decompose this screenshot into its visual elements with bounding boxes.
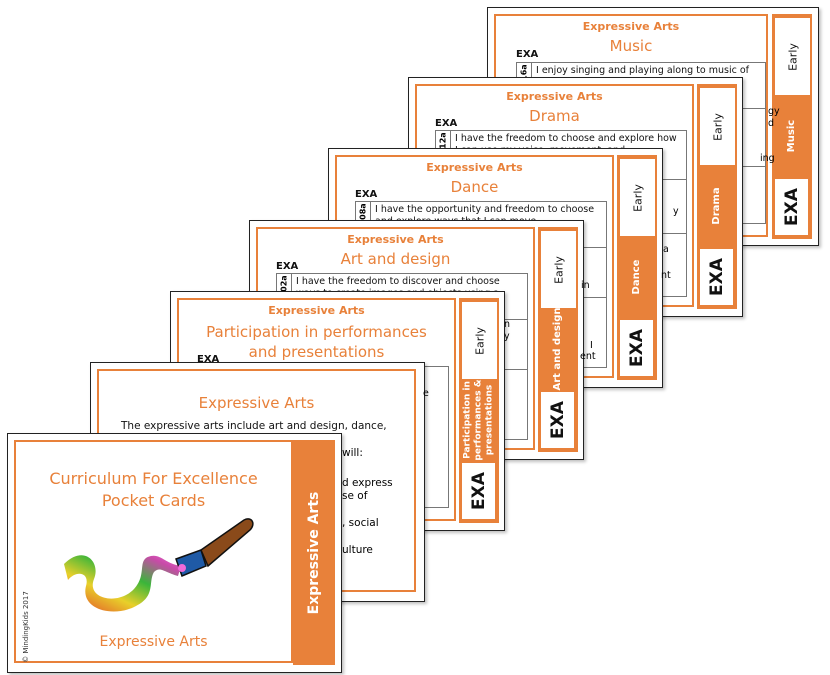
side-label: Expressive Arts: [306, 491, 322, 614]
side-strip: Early Art and design EXA: [538, 227, 578, 452]
card-category: Expressive Arts: [426, 161, 523, 174]
side-label: Drama: [711, 187, 722, 225]
text-fragment: n: [504, 319, 511, 330]
cover-title-line2: Pocket Cards: [101, 491, 206, 510]
card-title-line1: Participation in performances: [206, 323, 427, 341]
cover-title-line1: Curriculum For Excellence: [49, 469, 258, 488]
exa-box: EXA: [541, 392, 574, 448]
side-label: Dance: [631, 259, 642, 295]
card-category: Expressive Arts: [582, 20, 680, 33]
level-box: Early: [620, 159, 655, 236]
card-title: Drama: [529, 107, 580, 125]
card-category: Expressive Arts: [268, 304, 365, 317]
side-strip: Early Participation in performances & pr…: [459, 298, 499, 523]
level-box: Early: [462, 302, 497, 379]
level-box: Early: [700, 88, 735, 165]
card-title: Music: [609, 37, 653, 55]
side-label: Participation in performances & presenta…: [462, 379, 495, 461]
text-fragment: d: [768, 118, 775, 129]
cover-card[interactable]: Curriculum For Excellence Pocket Cards E…: [7, 433, 342, 673]
text-fragment: a: [663, 244, 669, 255]
side-strip: Early Drama EXA: [697, 84, 737, 309]
text-fragment: I: [590, 340, 593, 351]
code-prefix: EXA: [197, 354, 220, 365]
text-fragment: gy: [768, 106, 780, 117]
copyright-text: © MindingKids 2017: [22, 591, 30, 663]
side-label: Music: [786, 119, 797, 153]
text-fragment: ing: [760, 153, 775, 164]
card-title: Art and design: [340, 250, 451, 268]
code-prefix: EXA: [435, 118, 458, 129]
code-prefix: EXA: [276, 261, 299, 272]
card-category: Expressive Arts: [347, 233, 444, 246]
text-fragment: y: [504, 331, 510, 342]
text-fragment: d express: [342, 477, 393, 489]
text-fragment: will:: [342, 447, 363, 459]
card-title: Dance: [450, 178, 499, 196]
code-prefix: EXA: [355, 189, 378, 200]
level-box: Early: [541, 231, 576, 308]
exa-box: EXA: [775, 179, 808, 235]
text-fragment: , social: [342, 517, 379, 529]
level-box: Early: [775, 18, 810, 95]
text-fragment: ent: [580, 351, 596, 362]
card-title-line2: and presentations: [248, 343, 385, 361]
text-fragment: y: [673, 206, 679, 217]
exa-box: EXA: [700, 249, 733, 305]
exa-box: EXA: [620, 320, 653, 376]
side-strip: Early Music EXA: [772, 14, 812, 239]
side-strip: Early Dance EXA: [617, 155, 657, 380]
side-strip: Expressive Arts: [293, 440, 335, 665]
text-fragment: ulture: [342, 544, 373, 556]
text-fragment: nt: [661, 270, 671, 281]
side-label: Art and design: [552, 307, 563, 391]
cover-subtitle: Expressive Arts: [99, 634, 208, 650]
card-category: Expressive Arts: [506, 90, 603, 103]
text-fragment: in: [581, 280, 590, 291]
card-title: Expressive Arts: [198, 394, 315, 412]
exa-box: EXA: [462, 463, 495, 519]
text-fragment: se of: [342, 490, 368, 502]
text-fragment: e: [423, 388, 429, 399]
paintbrush-icon: [64, 518, 254, 612]
code-prefix: EXA: [516, 49, 539, 60]
